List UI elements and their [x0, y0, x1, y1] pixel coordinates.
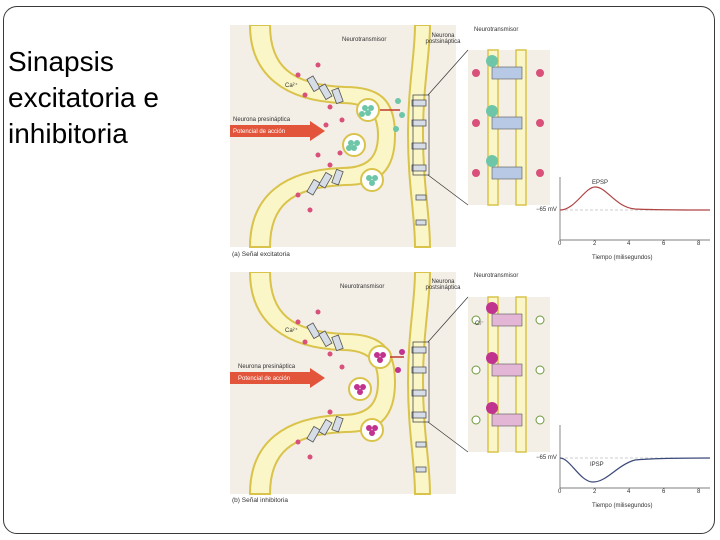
excitatory-presynaptic-label: Neurona presináptica — [233, 117, 291, 123]
excitatory-ion-label: Ca²⁺ — [285, 83, 298, 89]
epsp-trace — [559, 186, 711, 211]
excitatory-synapse-diagram — [230, 25, 550, 248]
inhibitory-postsynaptic-label: Neurona postsináptica — [425, 279, 461, 291]
ipsp-tick-4: 4 — [627, 489, 631, 495]
inhibitory-postsynaptic-receptors — [411, 346, 427, 473]
excitatory-caption: (a) Señal excitatoria — [232, 251, 290, 258]
inhibitory-action-potential-label: Potencial de acción — [238, 376, 291, 382]
ipsp-tick-8: 8 — [697, 489, 701, 495]
ipsp-xlabel: Tiempo (milisegundos) — [592, 503, 653, 509]
inhibitory-zoom-neurotransmitter-label: Neurotransmisor — [474, 273, 519, 279]
ipsp-trace — [559, 457, 711, 483]
ipsp-tick-0: 0 — [558, 489, 562, 495]
inhibitory-calcium-ions — [295, 309, 345, 460]
inhibitory-calcium-channels — [306, 322, 344, 443]
ipsp-peak-label: IPSP — [590, 462, 604, 468]
postsynaptic-receptors — [411, 99, 427, 226]
slide-frame — [3, 6, 715, 534]
ipsp-graph — [559, 425, 711, 489]
slide-title: Sinapsis excitatoria e inhibitoria — [8, 46, 159, 149]
ipsp-baseline-label: −65 mV — [536, 455, 557, 461]
inhibitory-caption: (b) Señal inhibitoria — [232, 497, 289, 504]
inhibitory-neurotransmitter-label: Neurotransmisor — [340, 284, 385, 290]
ipsp-tick-2: 2 — [593, 489, 597, 495]
inhibitory-vesicle-neurotransmitters — [354, 352, 386, 436]
calcium-channels — [306, 75, 344, 196]
excitatory-zoom-neurotransmitter-label: Neurotransmisor — [474, 27, 519, 33]
epsp-peak-label: EPSP — [592, 180, 609, 186]
vesicle-neurotransmitters — [346, 105, 378, 186]
ipsp-tick-6: 6 — [662, 489, 666, 495]
epsp-tick-6: 6 — [662, 241, 666, 247]
epsp-tick-8: 8 — [697, 241, 701, 247]
epsp-tick-0: 0 — [558, 241, 562, 247]
epsp-xlabel: Tiempo (milisegundos) — [592, 255, 653, 261]
epsp-graph — [559, 177, 711, 241]
excitatory-action-potential-label: Potencial de acción — [233, 129, 286, 135]
excitatory-neurotransmitter-label: Neurotransmisor — [342, 37, 387, 43]
epsp-tick-2: 2 — [593, 241, 597, 247]
epsp-baseline-label: −65 mV — [536, 207, 557, 213]
inhibitory-ion-label: Ca²⁺ — [285, 328, 298, 334]
calcium-ions — [295, 62, 345, 213]
zoom-receptors — [472, 55, 544, 180]
excitatory-postsynaptic-label: Neurona postsináptica — [425, 33, 461, 45]
inhibitory-presynaptic-label: Neurona presináptica — [238, 364, 296, 370]
epsp-tick-4: 4 — [627, 241, 631, 247]
inhibitory-chloride-label: Cl⁻ — [475, 321, 484, 327]
inhibitory-zoom-receptors — [471, 302, 545, 427]
inhibitory-synapse-diagram — [230, 272, 550, 495]
